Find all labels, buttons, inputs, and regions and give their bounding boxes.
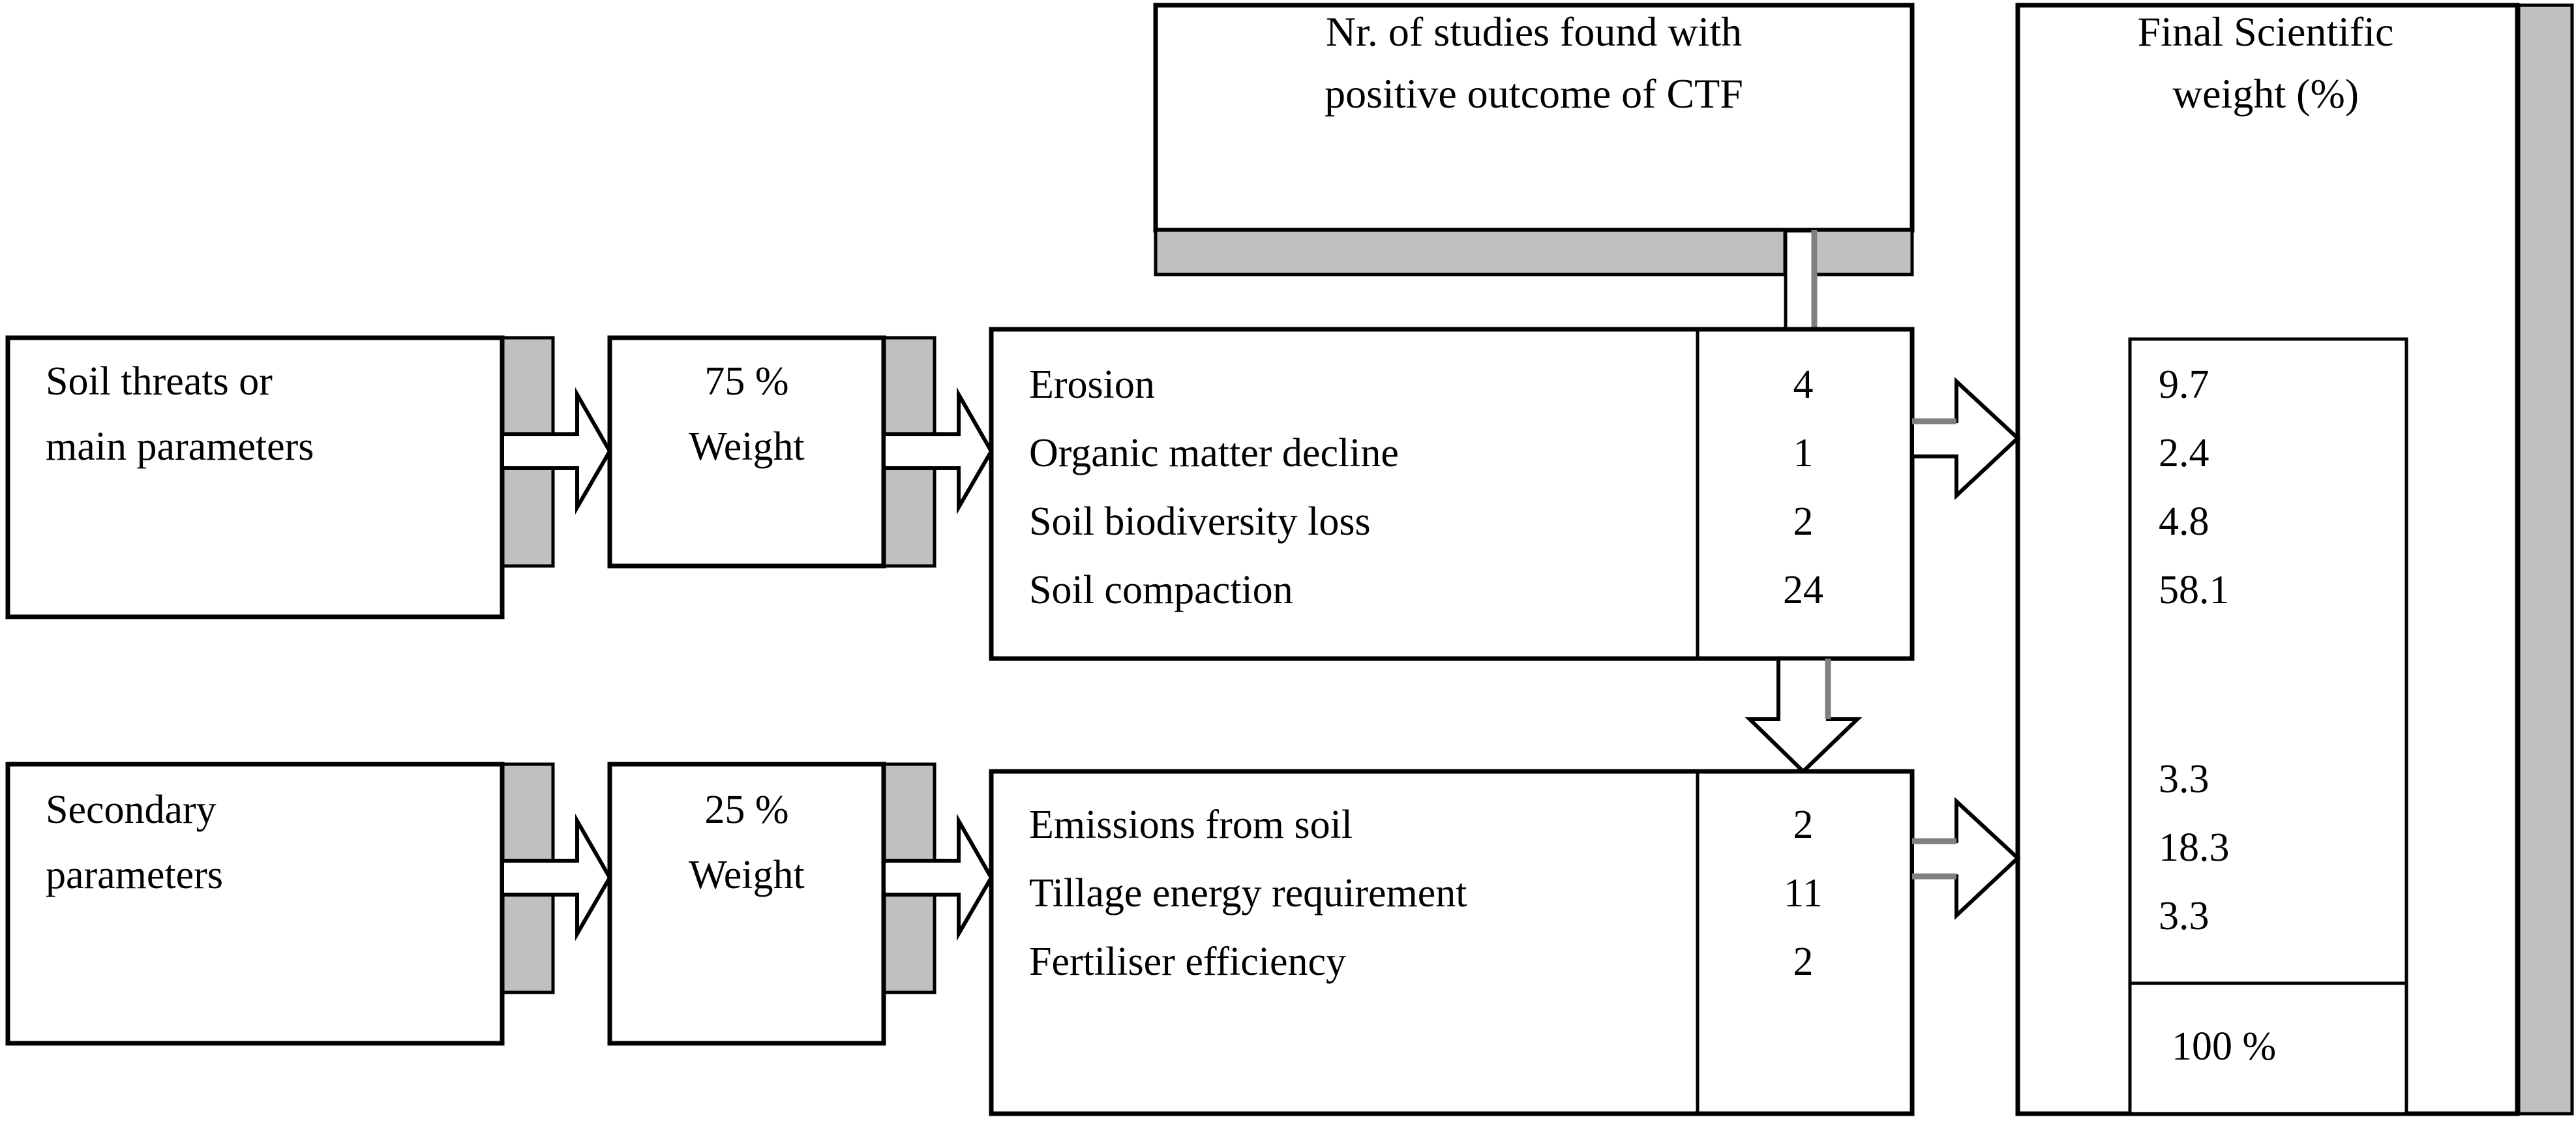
secondary-weight-group: 25 % Weight bbox=[607, 762, 936, 1046]
header-to-table-connector bbox=[1784, 230, 1818, 329]
arrow-secondary-input-to-weight bbox=[500, 813, 612, 942]
arrow-secondary-table-to-final-weight bbox=[1910, 797, 2021, 920]
primary-input-shadow-bottom bbox=[500, 466, 555, 568]
primary-weight-shadow-top bbox=[882, 336, 936, 436]
secondary-table-studies-1: 11 bbox=[1784, 871, 1823, 915]
final-weight-header-line2: weight (%) bbox=[2172, 70, 2359, 117]
arrow-secondary-weight-to-table bbox=[882, 813, 994, 942]
secondary-input-line2: parameters bbox=[46, 853, 223, 897]
final-weight-total-label: 100 % bbox=[2172, 1024, 2276, 1069]
final-weight-value-3: 58.1 bbox=[2159, 568, 2230, 612]
final-weight-secondary-value-0: 3.3 bbox=[2159, 757, 2209, 801]
primary-weight-line1: 75 % bbox=[704, 359, 788, 404]
primary-weight-shadow-bottom bbox=[882, 466, 936, 568]
primary-weight-line2: Weight bbox=[689, 424, 805, 469]
main-table-studies-2: 2 bbox=[1793, 499, 1814, 544]
secondary-weight-line2: Weight bbox=[689, 853, 805, 897]
secondary-input-shadow-bottom bbox=[500, 893, 555, 994]
studies-header-shadow-left bbox=[1154, 228, 1787, 276]
final-weight-value-1: 2.4 bbox=[2159, 431, 2209, 475]
secondary-weight-shadow-bottom bbox=[882, 893, 936, 994]
primary-input-line1: Soil threats or bbox=[46, 359, 273, 404]
final-weight-header-line1: Final Scientific bbox=[2138, 8, 2394, 55]
main-table-parameter-0: Erosion bbox=[1029, 363, 1155, 407]
final-weight-value-2: 4.8 bbox=[2159, 499, 2209, 544]
final-weight-secondary-value-2: 3.3 bbox=[2159, 894, 2209, 938]
main-parameters-table: Erosion Organic matter decline Soil biod… bbox=[989, 327, 1915, 661]
studies-header-line2: positive outcome of CTF bbox=[1325, 70, 1743, 117]
secondary-input-line1: Secondary bbox=[46, 788, 217, 832]
main-table-parameter-1: Organic matter decline bbox=[1029, 431, 1399, 475]
secondary-table-parameter-0: Emissions from soil bbox=[1029, 803, 1353, 847]
studies-header-group: Nr. of studies found with positive outco… bbox=[1153, 3, 1915, 276]
secondary-table-box bbox=[989, 769, 1915, 1116]
secondary-table-parameter-1: Tillage energy requirement bbox=[1029, 871, 1467, 915]
primary-input-line2: main parameters bbox=[46, 424, 314, 469]
secondary-weight-shadow-top bbox=[882, 762, 936, 863]
secondary-weight-box bbox=[607, 762, 886, 1046]
final-weight-value-0: 9.7 bbox=[2159, 363, 2209, 407]
final-weight-shadow-band bbox=[2517, 3, 2574, 1116]
secondary-table-parameter-2: Fertiliser efficiency bbox=[1029, 940, 1346, 984]
arrow-main-table-to-final-weight bbox=[1910, 377, 2021, 500]
secondary-input-group: Secondary parameters bbox=[5, 762, 555, 1046]
primary-weight-group: 75 % Weight bbox=[607, 335, 936, 569]
secondary-table-studies-0: 2 bbox=[1793, 803, 1814, 847]
final-weight-secondary-value-1: 18.3 bbox=[2159, 825, 2230, 870]
main-table-studies-0: 4 bbox=[1793, 363, 1814, 407]
secondary-weight-line1: 25 % bbox=[704, 788, 788, 832]
arrow-main-table-to-secondary-table bbox=[1745, 657, 1863, 775]
secondary-input-shadow-top bbox=[500, 762, 555, 863]
primary-input-box bbox=[5, 335, 505, 619]
main-table-parameter-2: Soil biodiversity loss bbox=[1029, 499, 1371, 544]
primary-input-shadow-top bbox=[500, 336, 555, 436]
main-table-parameter-3: Soil compaction bbox=[1029, 568, 1293, 612]
studies-header-line1: Nr. of studies found with bbox=[1326, 8, 1742, 55]
main-table-studies-3: 24 bbox=[1783, 568, 1823, 612]
secondary-parameters-table: Emissions from soil Tillage energy requi… bbox=[989, 769, 1915, 1116]
studies-header-box bbox=[1153, 3, 1915, 233]
primary-weight-box bbox=[607, 335, 886, 569]
main-table-studies-1: 1 bbox=[1793, 431, 1814, 475]
final-weight-panel: Final Scientific weight (%) 9.7 2.4 4.8 … bbox=[2015, 3, 2574, 1116]
studies-header-shadow-right bbox=[1813, 228, 1914, 276]
secondary-table-studies-2: 2 bbox=[1793, 940, 1814, 984]
main-table-box bbox=[989, 327, 1915, 661]
secondary-input-box bbox=[5, 762, 505, 1046]
arrow-primary-weight-to-table bbox=[882, 387, 994, 515]
arrow-primary-input-to-weight bbox=[500, 387, 612, 515]
primary-input-group: Soil threats or main parameters bbox=[5, 335, 555, 619]
